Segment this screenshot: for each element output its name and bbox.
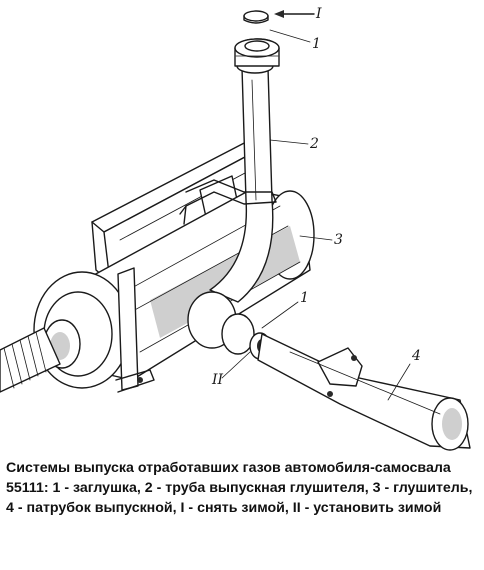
exhaust-system-drawing: I 1 2 3 1 II 4 (0, 6, 471, 451)
label-muffler: 3 (334, 232, 343, 248)
exhaust-pipe-vertical (209, 38, 280, 303)
muffler-supports (115, 267, 155, 393)
label-outlet: 4 (411, 348, 421, 364)
label-cap: 1 (312, 36, 321, 52)
label-roman-I: I (315, 6, 322, 22)
label-pipe: 2 (309, 136, 319, 152)
leader-lines (221, 10, 411, 401)
muffler-front-end (33, 271, 131, 389)
cap-top (243, 10, 269, 24)
figure-caption: Системы выпуска отработавших газов автом… (6, 460, 473, 516)
outlet-pipe (257, 333, 471, 451)
label-roman-II: II (211, 372, 224, 388)
inlet-flex-pipe (0, 327, 61, 393)
label-cap-lower: 1 (300, 290, 309, 306)
exhaust-system-svg: I 1 2 3 1 II 4 (0, 6, 471, 451)
pipe-clamp (179, 179, 277, 225)
